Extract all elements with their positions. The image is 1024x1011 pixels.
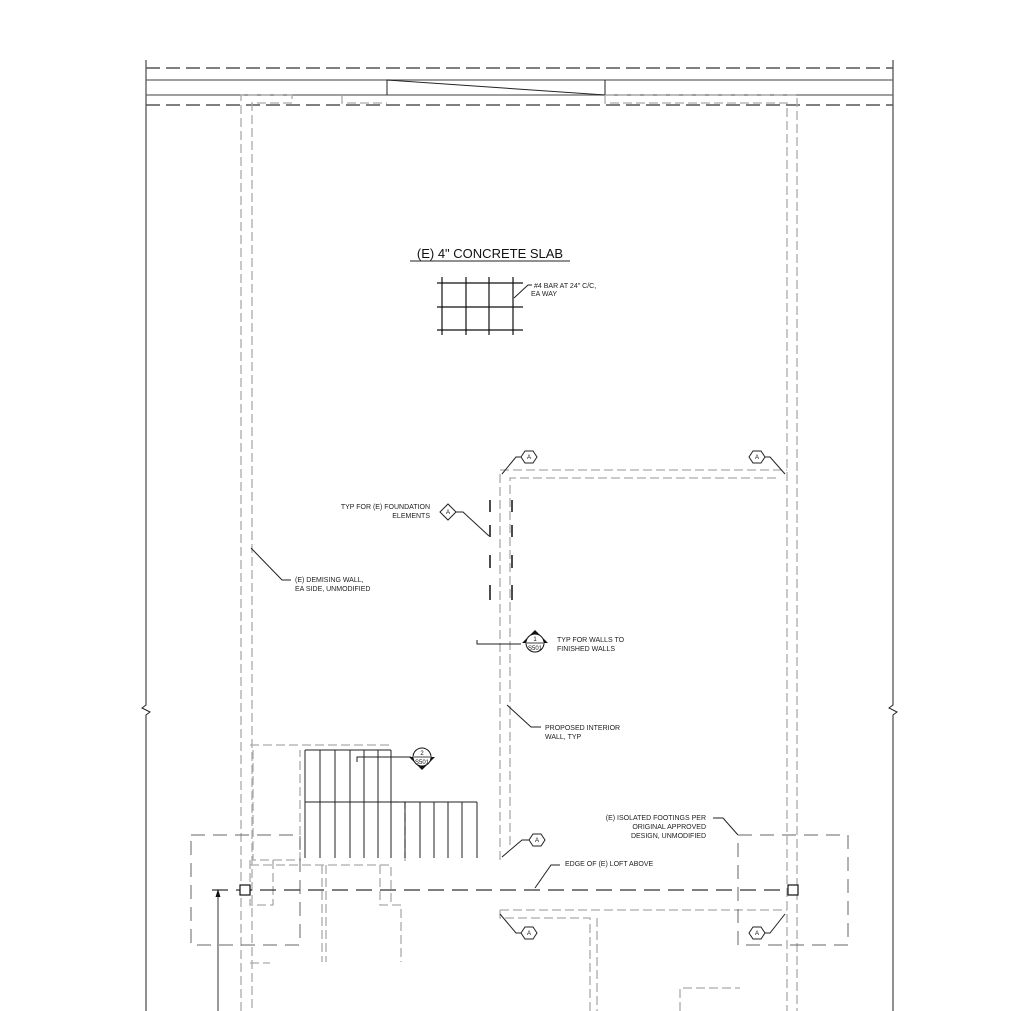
loft-note: EDGE OF (E) LOFT ABOVE <box>565 861 653 868</box>
walls-note: TYP FOR WALLS TO <box>557 637 625 644</box>
footings-note-2: ORIGINAL APPROVED <box>632 824 706 831</box>
wall-tag: A <box>527 931 531 937</box>
wall-type-tags: A A A A A A <box>439 450 786 940</box>
wall-tag: A <box>527 455 531 461</box>
loft-edge-line <box>212 884 799 1011</box>
wall-tag: A <box>755 455 759 461</box>
demising-note-2: EA SIDE, UNMODIFIED <box>295 586 370 593</box>
foundation-note: TYP FOR (E) FOUNDATION <box>341 504 430 511</box>
section-marker-2[interactable]: 2 S501 <box>356 747 435 770</box>
rebar-grid-icon <box>437 277 523 335</box>
footings-note-3: DESIGN, UNMODIFIED <box>631 833 706 840</box>
boundary-lines <box>141 60 898 1011</box>
foundation-element-marks <box>489 500 513 600</box>
foundation-note-2: ELEMENTS <box>392 513 430 520</box>
walls-note-2: FINISHED WALLS <box>557 646 615 653</box>
demising-walls <box>240 94 798 1011</box>
slab-title: (E) 4" CONCRETE SLAB <box>417 246 563 261</box>
wall-tag: A <box>535 838 539 844</box>
stair-area <box>249 744 478 964</box>
svg-text:S501: S501 <box>528 646 543 652</box>
svg-text:2: 2 <box>420 751 424 757</box>
section-marker-1[interactable]: 1 S501 <box>476 630 548 653</box>
door-symbol <box>386 79 606 96</box>
footings-note: (E) ISOLATED FOOTINGS PER <box>606 815 706 822</box>
foundation-tag: A <box>446 510 450 516</box>
rebar-note-2: EA WAY <box>531 291 557 298</box>
svg-text:S501: S501 <box>415 760 430 766</box>
wall-tag: A <box>755 931 759 937</box>
interior-wall-note-2: WALL, TYP <box>545 734 582 741</box>
interior-wall-note: PROPOSED INTERIOR <box>545 725 620 732</box>
demising-note: (E) DEMISING WALL, <box>295 577 364 584</box>
proposed-interior-wall <box>499 469 787 1011</box>
svg-text:1: 1 <box>533 637 537 643</box>
rebar-note: #4 BAR AT 24" C/C, <box>534 283 596 290</box>
